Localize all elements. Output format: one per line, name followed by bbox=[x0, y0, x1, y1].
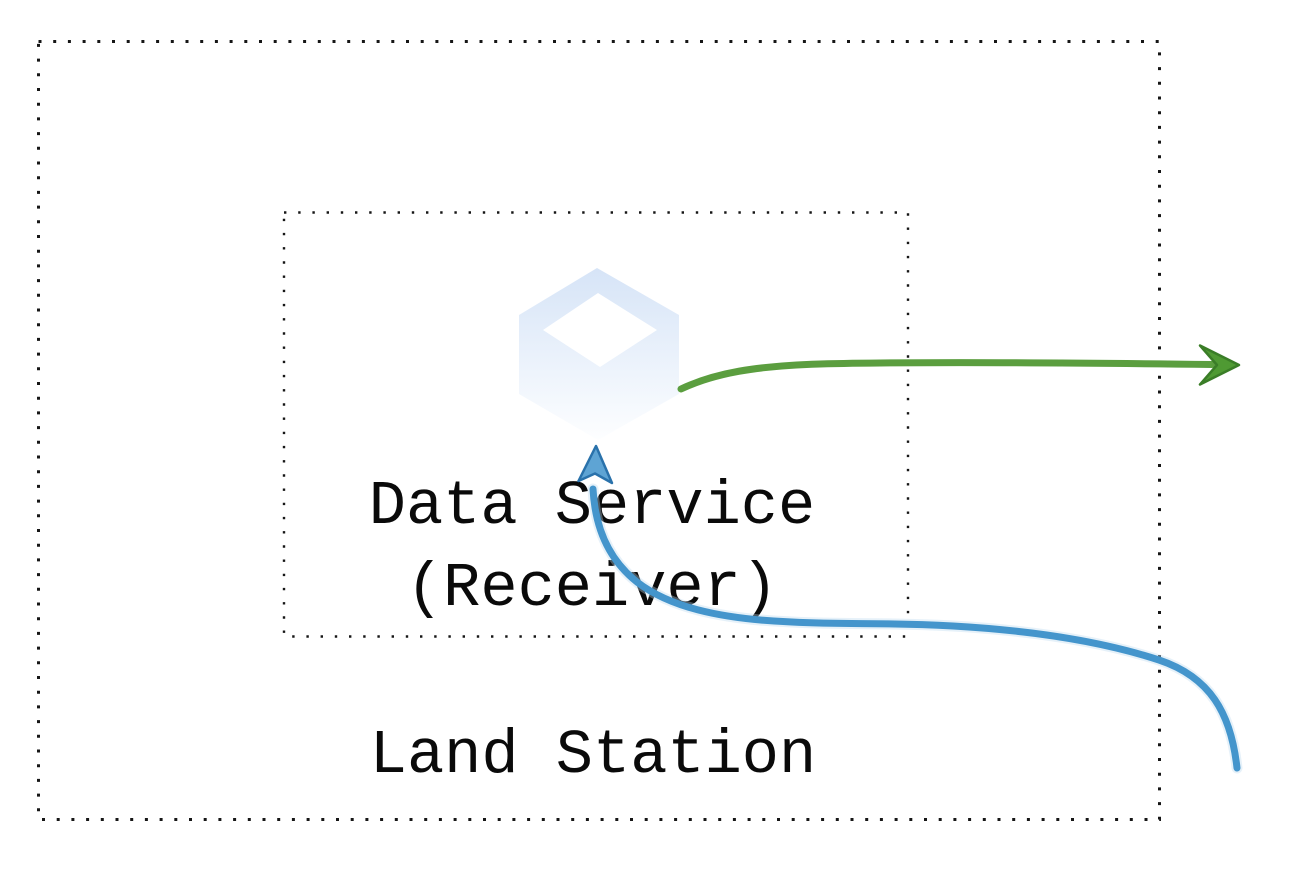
blue-curved-up-arrow bbox=[577, 444, 1243, 774]
green-right-arrow bbox=[677, 344, 1241, 393]
green-arrow-head bbox=[1198, 344, 1241, 386]
blue-arrow-head bbox=[577, 444, 614, 485]
blue-arrow-line bbox=[589, 485, 1241, 772]
green-arrow-line bbox=[677, 359, 1216, 393]
land-station-label: Land Station bbox=[370, 720, 816, 791]
cube-icon bbox=[519, 268, 679, 440]
cube-top-face bbox=[543, 293, 657, 367]
land-station-box bbox=[37, 40, 1161, 821]
